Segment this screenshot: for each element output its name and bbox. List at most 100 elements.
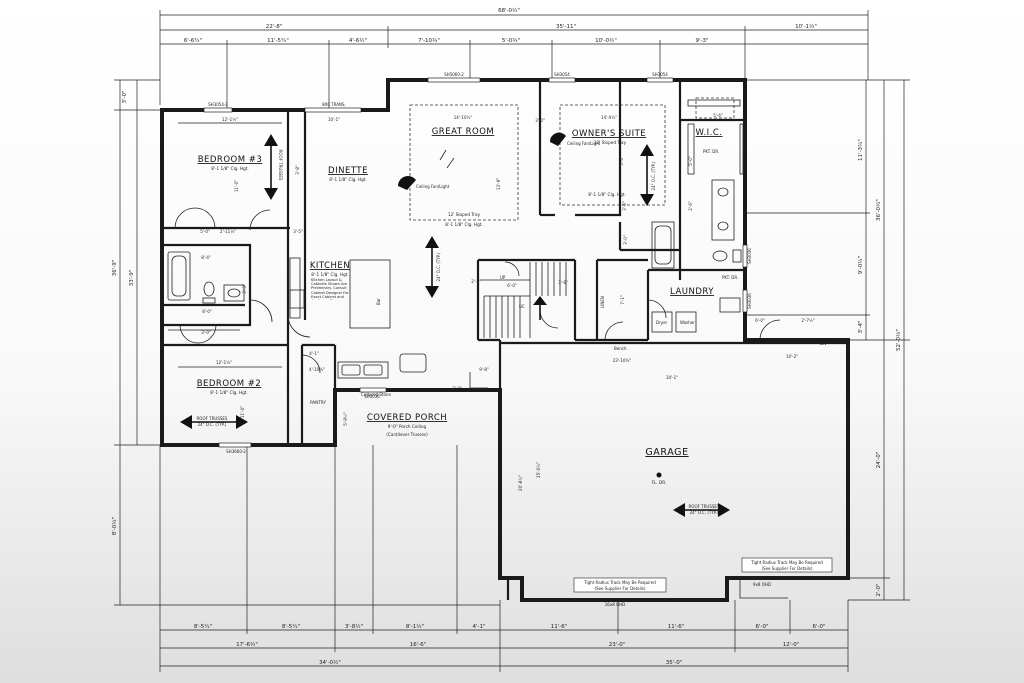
dim-inner-24: 4'-1" [309,351,319,356]
fixtures [167,99,744,478]
dim-inner-20: 9'-8" [479,367,489,372]
room-ceiling-kitchen: 8'-1 1/8" Clg. Hgt. [311,272,349,277]
overhead-door-9x8: 9x8 OHD [753,582,771,587]
room-name-owners-suite: OWNER'S SUITE [572,129,646,139]
window-label-6: SH3036 [747,248,752,264]
garage-step-label: DN [820,341,826,346]
dim-inner-29: 3'-0" [623,235,628,245]
room-ceiling-dinette: 8'-1 1/8" Clg. Hgt. [329,177,367,182]
dim-bottom-i: 6'-0" [812,624,825,630]
dim-left-c: 36'-9" [112,260,118,277]
dim-right-f: 52'-0½" [895,329,902,351]
bench-label: Bench [614,346,627,351]
room-name-bedroom3: BEDROOM #3 [198,155,263,165]
dim-left-d: 8'-0½" [111,517,118,535]
dim-inner-11: 10'-2" [786,354,798,359]
dim-inner-28: 7'-1" [620,295,625,305]
dim-top-g: 7'-10¾" [418,38,440,44]
dim-inner-14: 6'-0" [755,318,765,323]
room-name-dinette: DINETTE [328,166,368,176]
dim-inner-18: 4'-10½" [309,367,325,372]
dim-bottom-c: 3'-8½" [345,623,363,630]
dim-inner-38: 3'-3" [242,284,247,294]
ceiling-fan-note-2: Ceiling Fan/Light [567,141,601,146]
dim-inner-1: 12'-1½" [222,117,238,122]
dim-top-e: 11'-5¼" [267,38,289,44]
dim-bottom-n: 34'-0½" [319,659,341,666]
ceiling-fan-note-1: Ceiling Fan/Light [416,184,450,189]
dim-right-b: 9'-0¾" [858,256,864,274]
inner-dimensions: 12'-1½" 11'-0" 12'-1½" 11'-0" 10'-1" 14'… [200,113,815,491]
dim-inner-10: 34'-1" [666,375,678,380]
dim-right-c: 3'-4" [858,320,864,333]
dim-bottom-k: 16'-6" [410,642,427,648]
stair-uc-label: UC [519,304,525,309]
dim-inner-34: 13'-9" [496,178,501,190]
dim-top-f: 4'-6½" [349,37,367,44]
dim-bottom-f: 11'-6" [551,624,568,630]
right-dimensions: 11'-3¾" 9'-0¾" 3'-4" 36'-0½" 24'-0" 52'-… [745,79,910,601]
washer-label: Washer [680,320,695,325]
cultured-stone-label: Cultured Stone [361,392,391,397]
kitchen-bar-note: Bar [376,298,381,305]
dim-inner-36: 5'-9½" [343,412,348,426]
truss-arrows [180,134,730,517]
dim-right-d: 36'-0½" [875,199,882,221]
dim-inner-25: 3'-6" [558,280,568,285]
room-ceiling-great-room: 8'-1 1/8" Clg. Hgt. [445,222,483,227]
dim-top-h: 5'-0¾" [502,38,520,44]
exterior-walls [160,78,850,602]
window-label-2: SH5060-2 [444,72,464,77]
dim-inner-5: 10'-1" [328,117,340,122]
bedroom2-truss-note: ROOF TRUSSES [197,416,228,421]
room-name-great-room: GREAT ROOM [432,127,495,137]
room-ceiling-owners-suite: 8'-1 1/8" Clg. Hgt. [588,192,626,197]
dim-inner-35: 8'-0" [202,309,212,314]
notes: ROOF TRUSSES 24" O.C. (TYP.) ROOF TRUSSE… [197,141,833,607]
dim-inner-12: 20'-8½" [518,475,523,491]
windows: SH3054-2 SH5060-2 SH3054 SH3054 SH3660-2… [203,72,752,454]
garage-door-note-right-2: (See Supplier For Details) [762,566,813,571]
dim-inner-8: 5'-6" [713,113,723,118]
garage-door-note-left-1: Tight Radius Track May Be Required [583,580,656,585]
stairs: UP [480,262,567,338]
dim-overall-width: 68'-0½" [498,7,520,14]
room-labels: BEDROOM #3 8'-1 1/8" Clg. Hgt. BEDROOM #… [197,127,722,485]
kitchen-cabinet-note: Kitchen Layout & Cabinets Shown Are Prel… [311,278,349,300]
dim-right-e: 24'-0" [876,452,882,469]
dim-bottom-g: 11'-6" [668,624,685,630]
dim-bottom-l: 23'-0" [609,642,626,648]
overhead-door-16x8: 16x8 OHD [605,602,626,607]
pocket-door-laundry: PKT. DR. [722,275,738,280]
great-room-truss-note: 24" O.C. (TYP.) [436,252,441,281]
dim-right-g: 2'-0" [876,583,882,596]
room-name-laundry: LAUNDRY [670,287,714,297]
dim-inner-4: 11'-0" [240,406,245,418]
room-ceiling-bedroom3: 8'-1 1/8" Clg. Hgt. [211,166,249,171]
window-label-1: SH3054-2 [208,102,228,107]
dim-right-a: 11'-3¾" [858,139,864,161]
room-name-bedroom2: BEDROOM #2 [197,379,262,389]
dim-top-b: 35'-11" [556,24,576,30]
top-dimensions: 68'-0½" 22'-8" 35'-11" 10'-1½" 6'-6¼" 11… [159,7,869,110]
room-name-garage: GARAGE [645,447,688,458]
dim-bottom-a: 8'-5¼" [194,624,212,630]
dim-inner-17: 3'-0" [201,330,211,335]
dim-left-a: 3'-0" [122,90,128,103]
dim-top-i: 10'-0½" [595,37,617,44]
room-name-covered-porch: COVERED PORCH [367,413,447,423]
window-label-3: SH3054 [554,72,570,77]
dim-inner-3: 12'-1½" [216,360,232,365]
room-name-pantry: PANTRY [310,400,326,405]
bottom-dimensions: 8'-5¼" 8'-5¼" 3'-8½" 8'-1½" 4'-1" 11'-6"… [159,445,849,672]
dim-left-b: 33'-9" [129,270,135,287]
bedroom2-truss-oc: 24" O.C. (TYP.) [198,422,227,427]
garage-truss-oc: 24" O.C. (TYP.) [690,510,719,515]
dim-bottom-e: 4'-1" [472,624,485,630]
window-label-4: SH3054 [652,72,668,77]
room-tray-owners-suite: 12' Sloped Tray [594,140,627,145]
dim-bottom-j: 17'-6½" [236,641,258,648]
room-ceiling-bedroom2: 8'-1 1/8" Clg. Hgt. [210,390,248,395]
